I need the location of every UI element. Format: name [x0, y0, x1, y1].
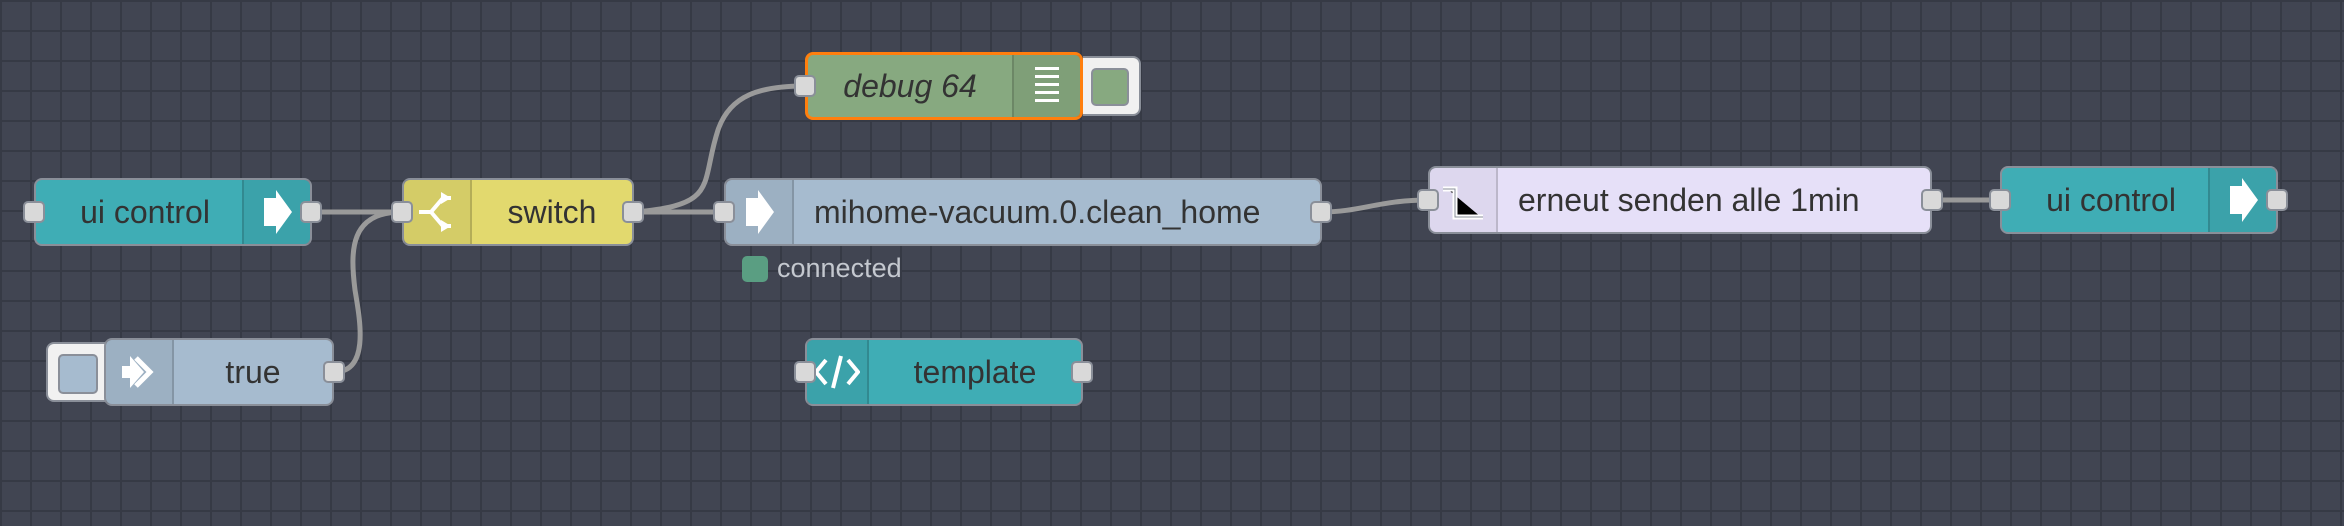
inject-node[interactable]: true [104, 338, 334, 406]
switch-output-port[interactable] [622, 201, 644, 223]
arrow-right-icon [726, 180, 794, 244]
wire-mihome-delay [1321, 197, 1429, 215]
node-label: ui control [80, 193, 210, 230]
node-label: ui control [2046, 181, 2176, 218]
node-label: true [225, 353, 281, 390]
ui-control-node-out[interactable]: ui control [2000, 166, 2278, 234]
ui-control-in-input-port[interactable] [23, 201, 45, 223]
node-label: template [913, 353, 1037, 390]
debug-toggle-indicator [1091, 68, 1129, 106]
inject-button-indicator [58, 354, 98, 394]
debug-node[interactable]: debug 64 [805, 52, 1083, 120]
inject-output-port[interactable] [323, 361, 345, 383]
mihome-output-port[interactable] [1310, 201, 1332, 223]
code-icon [807, 340, 869, 404]
node-label: mihome-vacuum.0.clean_home [814, 193, 1261, 230]
template-input-port[interactable] [794, 361, 816, 383]
arrow-right-icon [242, 180, 310, 244]
inject-button[interactable] [46, 342, 106, 402]
mihome-vacuum-node[interactable]: mihome-vacuum.0.clean_home [724, 178, 1322, 246]
ui-control-out-output-port[interactable] [2266, 189, 2288, 211]
delay-node[interactable]: erneut senden alle 1min [1428, 166, 1932, 234]
node-label: switch [507, 193, 597, 230]
template-output-port[interactable] [1071, 361, 1093, 383]
arrow-right-icon [2208, 168, 2276, 232]
switch-input-port[interactable] [391, 201, 413, 223]
node-label: debug 64 [843, 67, 977, 104]
delay-input-port[interactable] [1417, 189, 1439, 211]
wire-inject-switch [333, 209, 403, 375]
ui-control-node-in[interactable]: ui control [34, 178, 312, 246]
delay-output-port[interactable] [1921, 189, 1943, 211]
switch-node[interactable]: switch [402, 178, 634, 246]
ui-control-in-output-port[interactable] [300, 201, 322, 223]
debug-toggle-button[interactable] [1083, 56, 1141, 116]
status-text: connected [777, 253, 902, 283]
pulse-icon [1430, 168, 1498, 232]
mihome-input-port[interactable] [713, 201, 735, 223]
list-icon [1012, 55, 1080, 117]
debug-input-port[interactable] [794, 75, 816, 97]
ui-control-out-input-port[interactable] [1989, 189, 2011, 211]
status-indicator [742, 256, 768, 282]
inject-arrow-icon [106, 340, 174, 404]
node-label: erneut senden alle 1min [1518, 181, 1860, 218]
template-node[interactable]: template [805, 338, 1083, 406]
switch-icon [404, 180, 472, 244]
